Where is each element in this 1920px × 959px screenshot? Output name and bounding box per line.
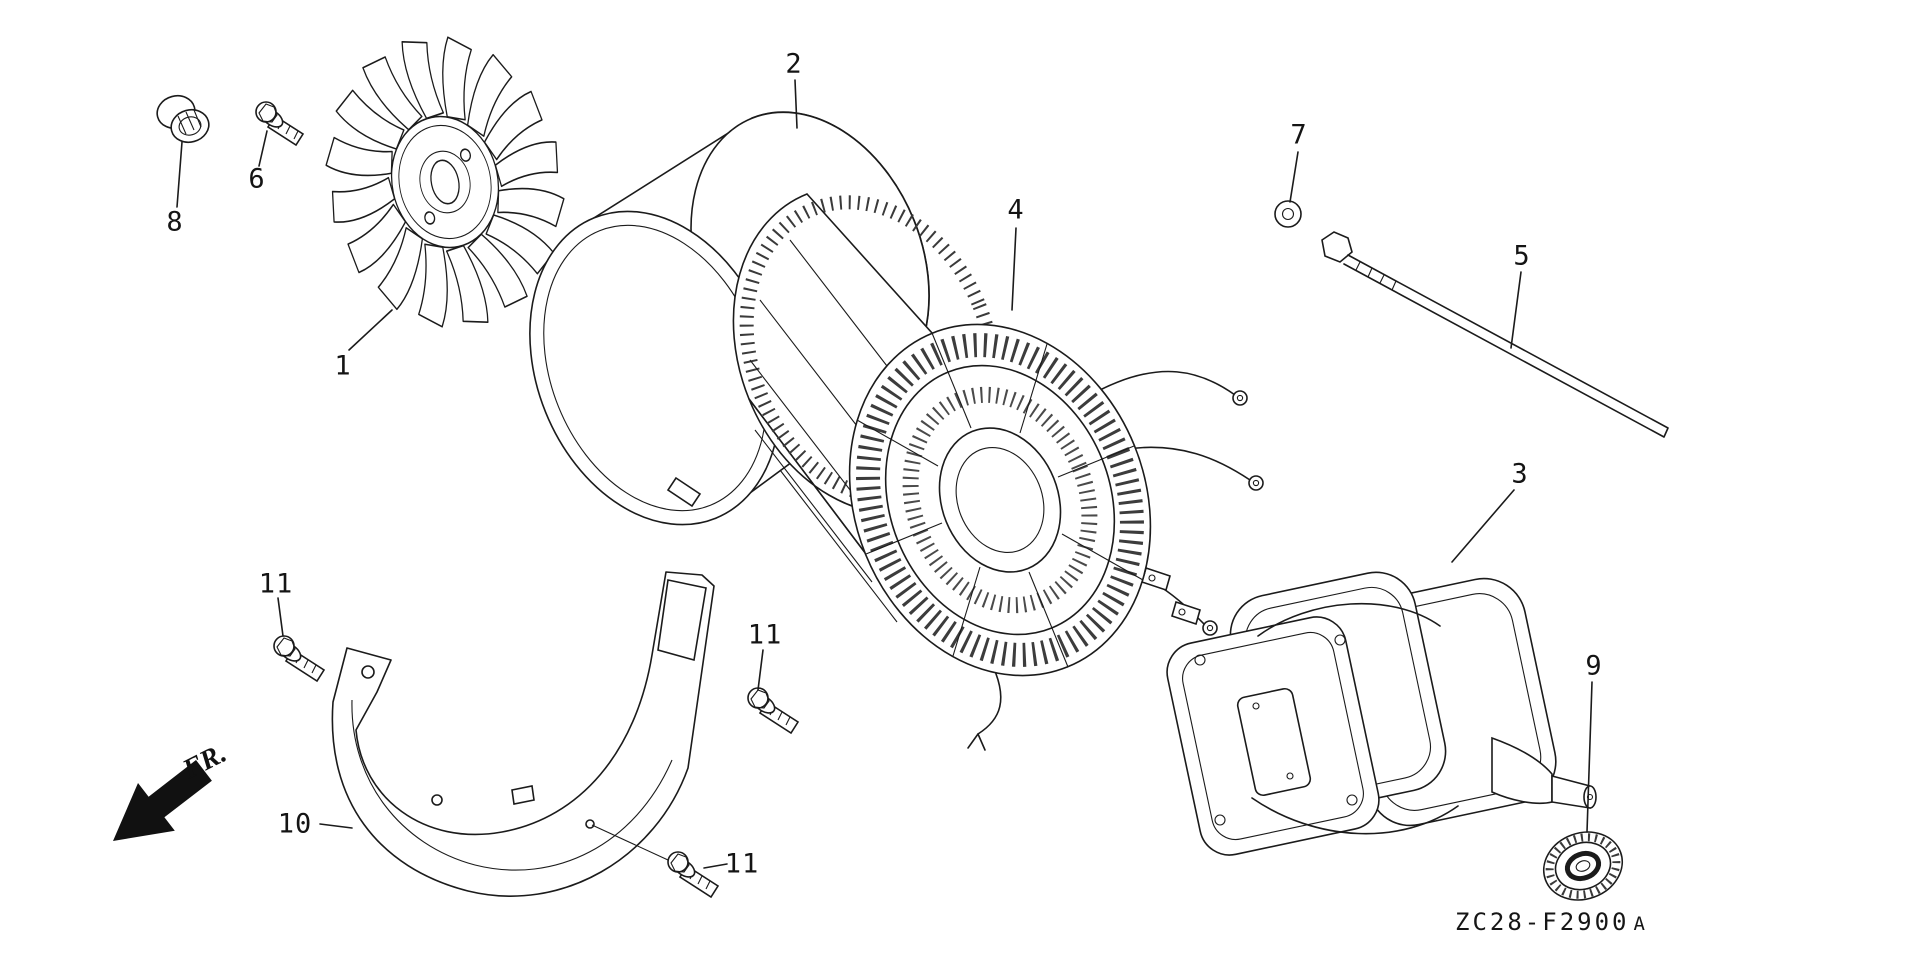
callout-part-4: 4 xyxy=(1007,194,1025,226)
cap-part-8 xyxy=(156,94,210,144)
callout-part-10: 10 xyxy=(277,808,313,840)
stator-winding-spokes xyxy=(856,332,1144,668)
front-direction-arrow xyxy=(113,760,212,841)
callout-part-1: 1 xyxy=(334,350,352,382)
washer-part-7 xyxy=(1274,200,1302,228)
callout-part-7: 7 xyxy=(1290,119,1308,151)
grommet-part-9 xyxy=(1542,831,1624,901)
through-bolt-part-5 xyxy=(1321,231,1669,438)
callout-leader-lines xyxy=(176,79,1593,869)
diagram-code-suffix: A xyxy=(1633,913,1646,935)
diagram-code-main: ZC28-F2900 xyxy=(1455,908,1630,936)
callout-part-11-b: 11 xyxy=(747,619,783,651)
flange-bolt-part-11-left xyxy=(273,635,326,683)
callout-part-11-c: 11 xyxy=(724,848,760,880)
bolt-part-6 xyxy=(255,101,305,147)
callout-part-6: 6 xyxy=(248,163,266,195)
stator-part-4 xyxy=(732,193,1264,751)
callout-part-2: 2 xyxy=(785,48,803,80)
rear-assembly-part-3 xyxy=(1166,571,1597,856)
stator-lead-wires xyxy=(967,370,1264,751)
flywheel-fan-part-1 xyxy=(325,35,565,329)
flange-bolt-part-11-middle xyxy=(747,687,800,735)
callout-part-8: 8 xyxy=(166,206,184,238)
callout-part-3: 3 xyxy=(1511,458,1529,490)
callout-part-5: 5 xyxy=(1513,240,1531,272)
flange-bolt-part-11-bottom xyxy=(591,824,720,899)
callout-part-11-a: 11 xyxy=(258,568,294,600)
lower-cover-part-10 xyxy=(331,571,715,897)
callout-part-9: 9 xyxy=(1585,650,1603,682)
